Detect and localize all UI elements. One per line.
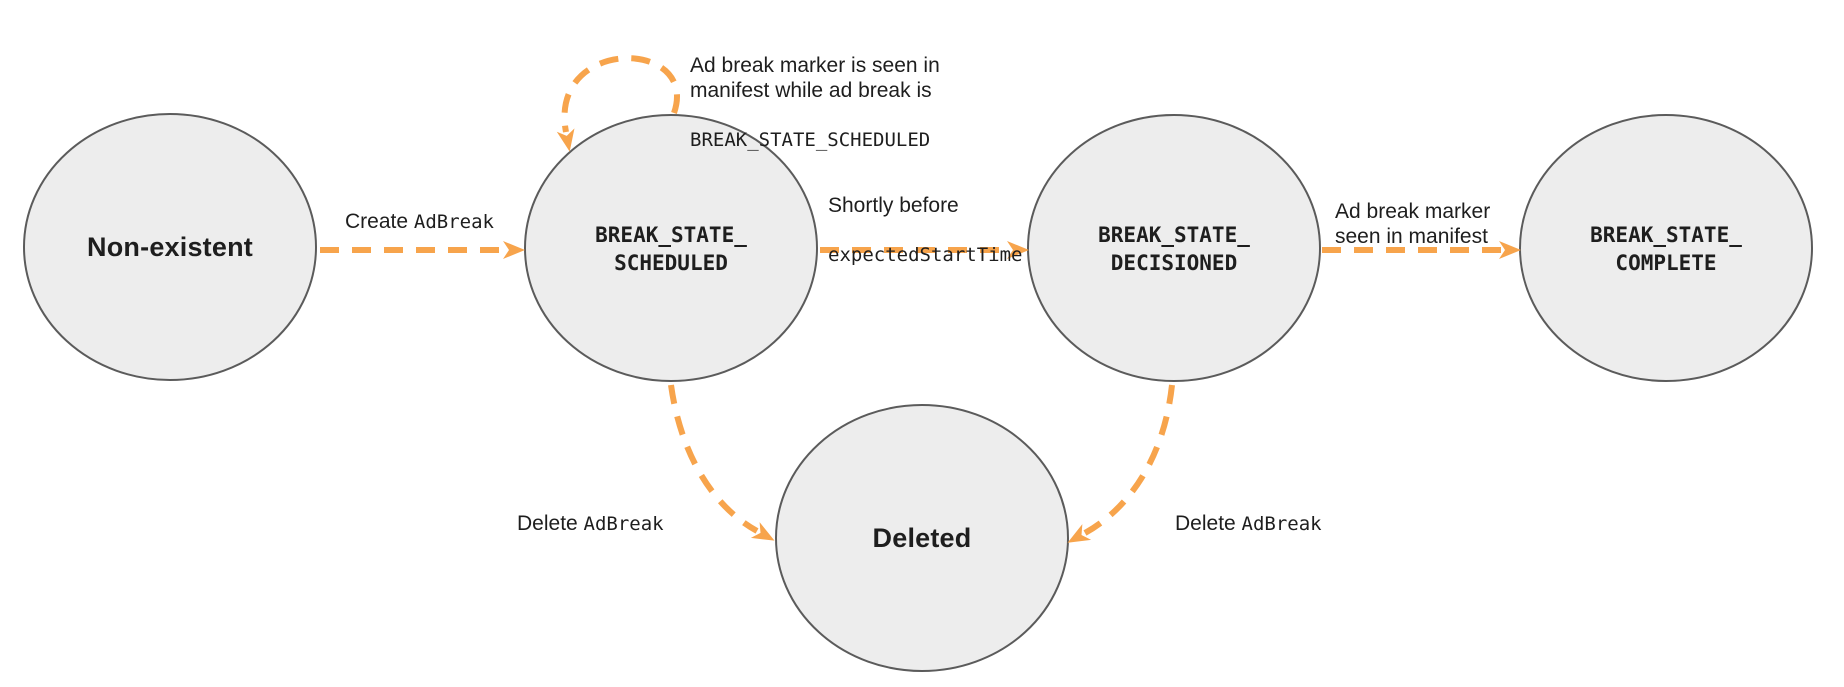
transition-label-delete-adbreak-right: Delete AdBreak [1175,486,1322,537]
transition-label-create-adbreak: Create AdBreak [345,184,494,235]
transition-label-self-loop: Ad break marker is seen in manifest whil… [690,28,940,178]
transition-label-text: Delete [1175,512,1242,535]
transition-label-code: AdBreak [413,211,494,233]
state-label-decisioned: BREAK_STATE_ DECISIONED [1098,223,1250,275]
state-label-deleted: Deleted [872,523,972,553]
state-label-scheduled: BREAK_STATE_ SCHEDULED [595,223,747,275]
transition-label-code: BREAK_STATE_SCHEDULED [690,129,931,151]
transition-label-text: Ad break marker seen in manifest [1335,200,1491,248]
transition-label-code: AdBreak [583,513,664,535]
state-node-scheduled [524,114,818,382]
transition-label-delete-adbreak-left: Delete AdBreak [517,486,664,537]
transition-label-text: Delete [517,512,584,535]
transition-label-marker-seen: Ad break marker seen in manifest [1335,174,1490,249]
transition-label-code: expectedStartTime [828,244,1023,266]
transition-arrow-delete-from-decisioned [1067,384,1175,543]
state-node-non-existent [23,113,317,381]
transition-label-text: Create [345,210,414,233]
transition-arrow-delete-from-scheduled [668,384,775,541]
transition-label-code: AdBreak [1241,513,1322,535]
transition-arrow-self-loop [556,55,680,152]
state-label-complete: BREAK_STATE_ COMPLETE [1590,223,1742,275]
state-label-non-existent: Non-existent [87,232,253,262]
transition-label-text: Shortly before [828,194,959,217]
transition-label-text: Ad break marker is seen in manifest whil… [690,54,940,102]
transition-label-shortly-before: Shortly before expectedStartTime [828,168,1022,293]
